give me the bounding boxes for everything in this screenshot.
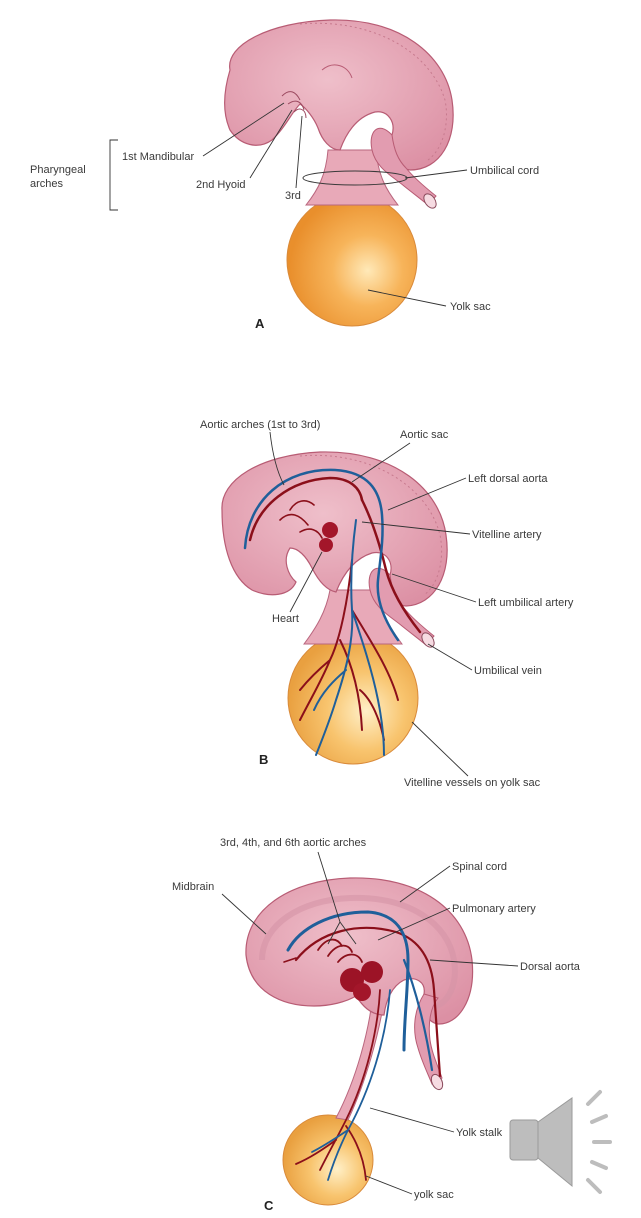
panel-b-label-aortic-sac: Aortic sac [400,429,449,441]
panel-b-label-vitelline-vessels: Vitelline vessels on yolk sac [404,777,541,789]
panel-c-label-dorsal-aorta: Dorsal aorta [520,961,581,973]
panel-a-leader-umbilical-cord [405,170,467,178]
panel-b-heart-shape [322,522,338,538]
panel-a: Pharyngeal arches 1st Mandibular 2nd Hyo… [30,20,539,331]
panel-c-letter: C [264,1198,274,1213]
speaker-icon[interactable] [510,1092,610,1192]
panel-c-yolk-sac-shape [283,1115,373,1205]
panel-a-embryo [225,20,453,326]
panel-a-body-shape [225,20,453,170]
panel-c-heart-shape-2 [361,961,383,983]
speaker-icon-cone [538,1098,572,1186]
panel-b-yolk-sac-shape [288,632,418,764]
panel-a-label-2nd-hyoid: 2nd Hyoid [196,179,246,191]
panel-a-letter: A [255,316,265,331]
panel-b-heart-shape-lower [319,538,333,552]
panel-a-label-3rd: 3rd [285,190,301,202]
panel-b-label-aortic-arches: Aortic arches (1st to 3rd) [200,419,320,431]
panel-c-heart-shape-3 [353,983,371,1001]
speaker-icon-body [510,1120,538,1160]
panel-b-embryo [222,452,447,764]
panel-c-label-pulmonary-artery: Pulmonary artery [452,903,536,915]
sound-wave-icon [588,1092,610,1192]
panel-c-label-spinal-cord: Spinal cord [452,861,507,873]
panel-a-label-1st-mandibular: 1st Mandibular [122,151,194,163]
panel-b-leader-vitelline-vessels [412,722,468,776]
panel-b-label-left-dorsal-aorta: Left dorsal aorta [468,473,548,485]
panel-a-yolk-sac-shape [287,194,417,326]
panel-c-leader-yolk-stalk [370,1108,454,1132]
panel-c-label-yolk-stalk: Yolk stalk [456,1127,503,1139]
panel-b-leader-umbilical-vein [428,644,472,670]
panel-c-label-midbrain: Midbrain [172,881,214,893]
panel-b-label-vitelline-artery: Vitelline artery [472,529,542,541]
panel-b-letter: B [259,752,268,767]
panel-a-bracket [110,140,118,210]
panel-a-label-yolk-sac: Yolk sac [450,301,491,313]
panel-c-embryo [246,878,473,1205]
panel-a-label-umbilical-cord: Umbilical cord [470,165,539,177]
panel-a-label-pharyngeal-line1: Pharyngeal [30,164,86,176]
panel-b: Aortic arches (1st to 3rd) Aortic sac Le… [200,419,574,789]
panel-c-label-yolk-sac: yolk sac [414,1189,454,1201]
panel-b-label-left-umbilical-artery: Left umbilical artery [478,597,574,609]
panel-c-leader-yolk-sac [366,1176,412,1194]
panel-a-label-pharyngeal-line2: arches [30,178,64,190]
panel-c-label-aortic-arches: 3rd, 4th, and 6th aortic arches [220,837,367,849]
panel-b-label-umbilical-vein: Umbilical vein [474,665,542,677]
panel-b-label-heart: Heart [272,613,299,625]
panel-a-leader-3rd [296,116,302,188]
